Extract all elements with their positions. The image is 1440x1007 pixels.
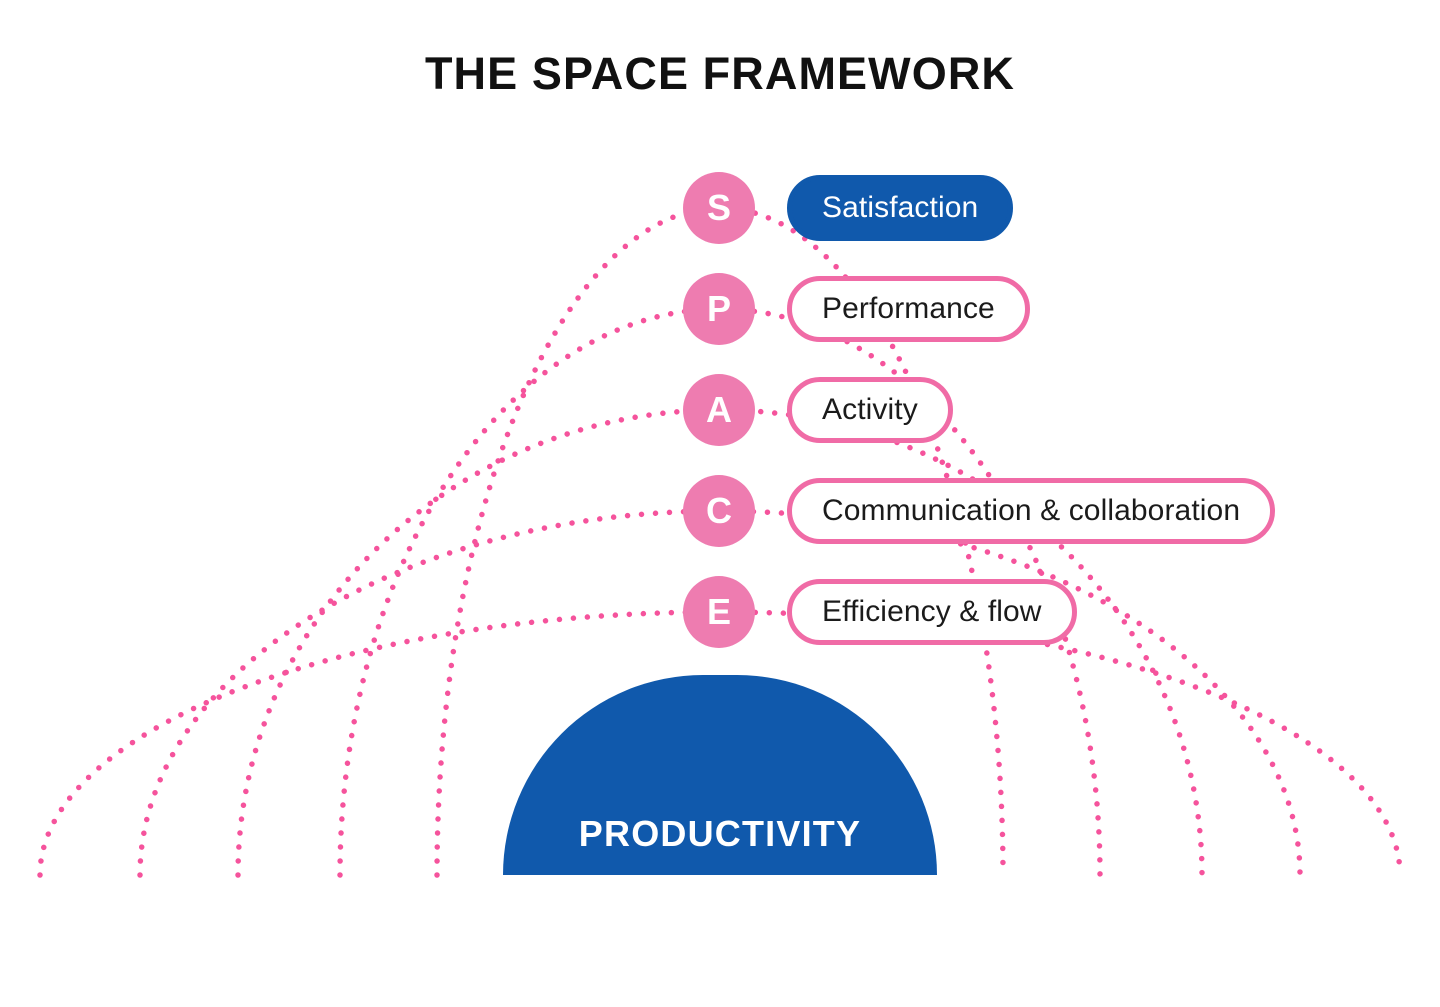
space-row-p: P Performance [683, 273, 1030, 345]
letter-badge-e: E [683, 576, 755, 648]
space-row-c: C Communication & collaboration [683, 475, 1276, 547]
productivity-dome: PRODUCTIVITY [503, 675, 937, 875]
pill-communication-collaboration[interactable]: Communication & collaboration [787, 478, 1276, 544]
letter-badge-p: P [683, 273, 755, 345]
pill-efficiency-flow[interactable]: Efficiency & flow [787, 579, 1077, 645]
space-row-s: S Satisfaction [683, 172, 1014, 244]
page-title: THE SPACE FRAMEWORK [424, 48, 1016, 99]
letter-badge-c: C [683, 475, 755, 547]
productivity-label: PRODUCTIVITY [578, 813, 862, 854]
letter-badge-s: S [683, 172, 755, 244]
pill-label-performance: Performance [822, 292, 995, 325]
pill-label-satisfaction: Satisfaction [822, 191, 979, 224]
pill-performance[interactable]: Performance [787, 276, 1030, 342]
pill-label-efficiency-flow: Efficiency & flow [822, 595, 1042, 628]
letter-badge-a: A [683, 374, 755, 446]
pill-activity[interactable]: Activity [787, 377, 953, 443]
space-row-e: E Efficiency & flow [683, 576, 1077, 648]
pill-label-activity: Activity [822, 393, 918, 426]
pill-satisfaction[interactable]: Satisfaction [787, 175, 1014, 241]
space-row-a: A Activity [683, 374, 953, 446]
pill-label-communication-collaboration: Communication & collaboration [822, 494, 1241, 527]
